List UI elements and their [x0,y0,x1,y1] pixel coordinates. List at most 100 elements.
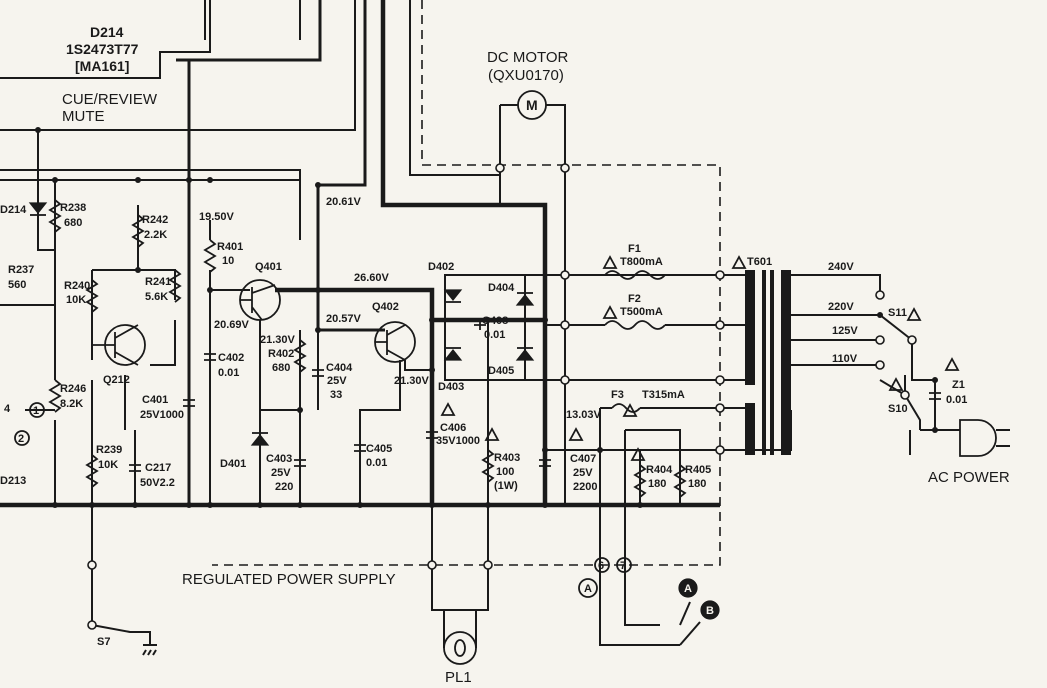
d405-label: D405 [488,365,514,377]
c406-label: C406 [440,422,466,434]
r240-value: 10K [66,294,86,306]
q212-label: Q212 [103,374,130,386]
r242-label: R242 [142,214,168,226]
connector-b-filled [679,600,720,646]
c407-value-2: 2200 [573,481,597,493]
top-signal-lines [0,0,548,505]
c401-value: 25V1000 [140,409,184,421]
v21-30a-label: 21.30V [260,334,296,346]
transistor-q401 [239,279,281,321]
capacitor-c401 [183,399,195,407]
t601-label: T601 [747,256,772,268]
tap-240v-label: 240V [828,261,854,273]
r238-value: 680 [64,217,82,229]
tap-125v-label: 125V [832,325,858,337]
motor-symbol-label: M [526,97,538,113]
q401-label: Q401 [255,261,282,273]
s7-label: S7 [97,636,110,648]
bridge-rectifier [444,274,720,381]
c402-label: C402 [218,352,244,364]
r401-value: 10 [222,255,234,267]
connector-a-filled [678,578,698,626]
v26-60-label: 26.60V [354,272,390,284]
c405-label: C405 [366,443,392,455]
r237-value: 560 [8,279,26,291]
text-labels: D214 1S2473T77 [MA161] CUE/REVIEW MUTE D… [0,24,1010,686]
pin-2-label: 2 [18,433,24,445]
mute-label: MUTE [62,108,105,125]
c407-label: C407 [570,453,596,465]
r242-value: 2.2K [144,229,167,241]
open-terminals [87,163,917,630]
c407-value-1: 25V [573,467,593,479]
r239-label: R239 [96,444,122,456]
regulated-power-supply-boundary [212,0,721,566]
v20-69-label: 20.69V [214,319,250,331]
capacitor-c406 [426,431,438,439]
c404-value-1: 25V [327,375,347,387]
transistor-q212 [92,324,146,366]
fuse-f3 [611,403,641,413]
connector-pin-1 [29,402,45,418]
connector-pin-7 [616,557,632,573]
resistor-r239 [85,454,99,488]
v13-03-label: 13.03V [566,409,602,421]
connector-b-label: B [706,605,714,617]
r246-value: 8.2K [60,398,83,410]
f2-value: T500mA [620,306,663,318]
r403-wattage: (1W) [494,480,518,492]
capacitor-c404 [312,369,324,377]
f2-label: F2 [628,293,641,305]
connector-a-filled-label: A [684,583,692,595]
dc-motor-part-label: (QXU0170) [488,67,564,84]
d213-label: D213 [0,475,26,487]
v21-30b-label: 21.30V [394,375,430,387]
resistor-r241 [168,269,182,303]
c405-value: 0.01 [366,457,387,469]
d214-left-label: D214 [0,204,27,216]
f3-label: F3 [611,389,624,401]
r403-value: 100 [496,466,514,478]
r404-value: 180 [648,478,666,490]
c403-value-1: 25V [271,467,291,479]
fuse-wiring [545,274,720,646]
connector-pin-6 [594,557,610,573]
transformer-t601 [720,270,881,455]
r405-label: R405 [685,464,711,476]
diode-d214 [28,202,48,216]
capacitor-c407 [539,459,551,467]
cue-review-label: CUE/REVIEW [62,91,158,108]
c408-value: 0.01 [484,329,505,341]
pin-1-label: 1 [33,405,39,417]
s10-label: S10 [888,403,908,415]
resistor-r403 [481,449,495,483]
fuse-f1 [604,270,666,280]
s11-label: S11 [888,307,907,319]
diode-d405 [515,347,535,361]
pin-4-label: 4 [4,403,11,415]
tap-110v-label: 110V [832,353,858,365]
f3-value: T315mA [642,389,685,401]
r404-label: R404 [646,464,673,476]
r403-label: R403 [494,452,520,464]
c217-value: 50V2.2 [140,477,175,489]
r402-value: 680 [272,362,290,374]
c404-value-2: 33 [330,389,342,401]
c406-value: 35V1000 [436,435,480,447]
r246-label: R246 [60,383,86,395]
dc-motor-label: DC MOTOR [487,49,569,66]
z1-label: Z1 [952,379,965,391]
d402-label: D402 [428,261,454,273]
dc-motor [499,90,566,175]
z1-value: 0.01 [946,394,967,406]
c403-label: C403 [266,453,292,465]
r238-label: R238 [60,202,86,214]
ac-power-label: AC POWER [928,469,1010,486]
diode-d402 [443,289,463,303]
q402-label: Q402 [372,301,399,313]
d214-part-label: 1S2473T77 [66,41,139,57]
pl1-label: PL1 [445,669,472,686]
d404-label: D404 [488,282,515,294]
tap-220v-label: 220V [828,301,854,313]
v20-61-label: 20.61V [326,196,362,208]
